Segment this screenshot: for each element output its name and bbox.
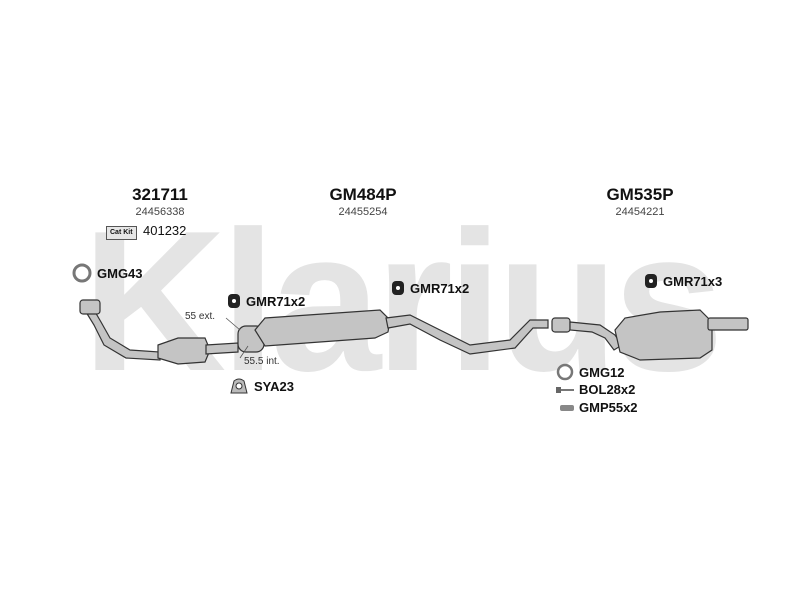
bolt-icon [556,386,574,393]
accessory-label: BOL28x2 [579,382,636,397]
dimension-internal: 55.5 int. [244,356,280,367]
rubber-mount-icon [645,274,657,288]
rear-silencer [614,309,713,361]
gasket-ring-icon [72,263,92,283]
accessory-gasket-front: GMG43 [72,263,143,283]
flange-front [79,299,101,315]
part-code-middle: GM484P [329,185,397,204]
oem-number-rear: 24454221 [615,206,665,218]
mid-pipe [385,314,549,355]
part-code-rear: GM535P [606,185,674,204]
dimension-line-int [239,345,249,359]
mid-flange [551,317,571,333]
accessory-label: GMR71x2 [410,280,470,296]
front-downpipe [85,309,161,361]
gasket-ring-icon [556,363,574,381]
accessory-label: GMG12 [579,364,625,380]
accessory-gasket-rear: GMG12 [556,363,625,381]
oem-number-middle: 24455254 [338,206,388,218]
rubber-mount-icon [392,281,404,295]
rubber-mount-icon [228,294,240,308]
accessory-rubber-mid: GMR71x2 [391,280,469,296]
watermark-text: Klarius [82,190,718,413]
clamp-icon [230,378,248,394]
rear-pipe [569,321,623,351]
accessory-label: GMR71x3 [663,273,723,289]
accessory-springs: GMP55x2 [560,400,638,415]
accessory-rubber-front: GMR71x2 [227,293,305,309]
accessory-clamp: SYA23 [229,377,294,395]
spring-icon [560,404,574,411]
part-code-front: 321711 [132,185,188,204]
dimension-external: 55 ext. [185,311,216,322]
accessory-label: GMP55x2 [579,400,638,415]
middle-silencer [254,309,391,347]
accessory-bolts: BOL28x2 [556,382,635,397]
cat-kit-badge: Cat Kit [106,226,137,240]
accessory-label: GMG43 [97,265,143,281]
cat-kit-number: 401232 [143,223,187,238]
dimension-line-ext [225,317,241,331]
cat-outlet-pipe [205,342,239,355]
accessory-label: GMR71x2 [246,293,306,309]
tail-pipe [707,317,749,331]
catalytic-converter [157,337,211,365]
accessory-rubber-rear: GMR71x3 [644,273,722,289]
oem-number-front: 24456338 [135,206,185,218]
accessory-label: SYA23 [254,378,294,394]
